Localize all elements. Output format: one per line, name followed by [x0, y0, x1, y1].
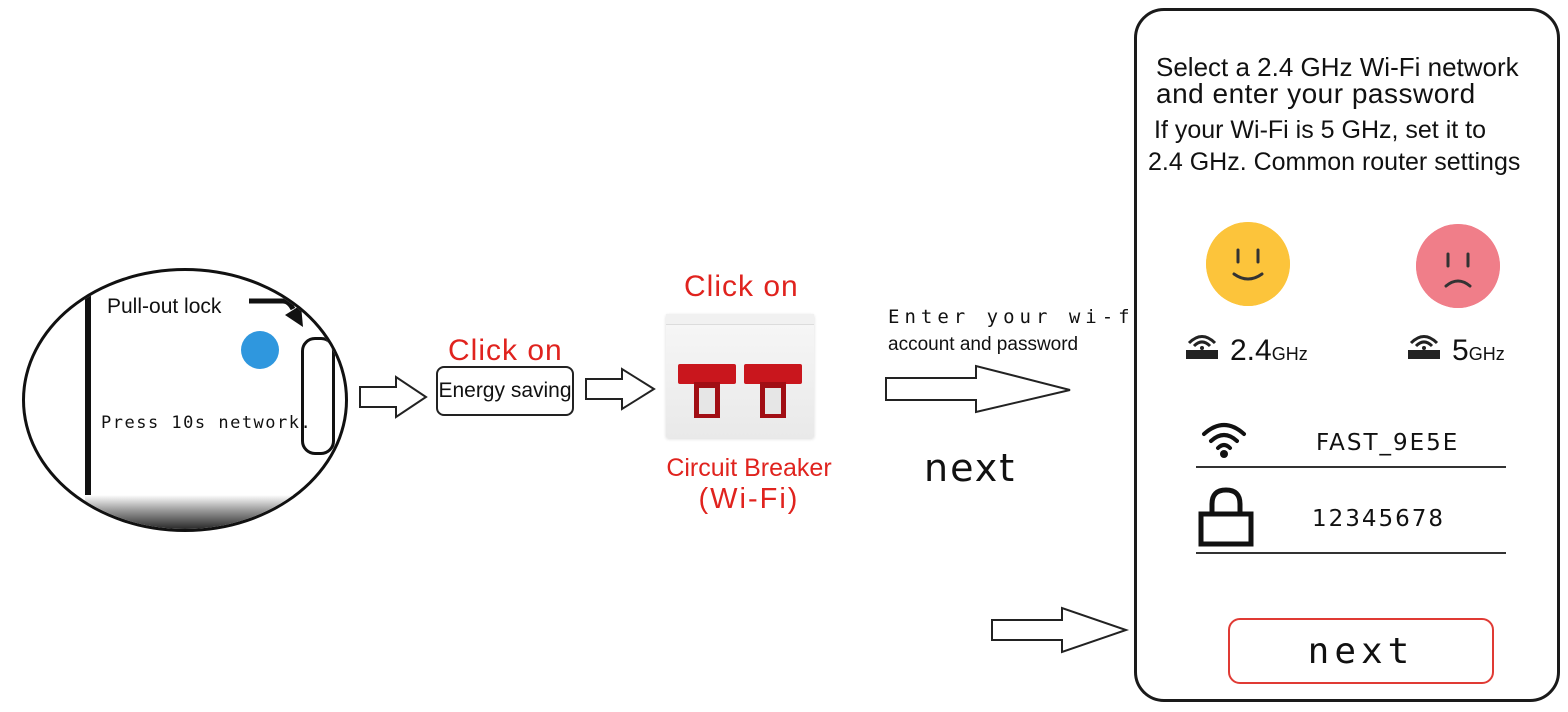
happy-face-icon — [1206, 222, 1290, 306]
network-button[interactable] — [241, 331, 279, 369]
breaker-switch-icon — [744, 364, 802, 418]
next-step-label: next — [924, 446, 1017, 490]
sad-face-icon — [1416, 224, 1500, 308]
wifi-icon — [1202, 423, 1246, 458]
breaker-switch-icon — [678, 364, 736, 418]
instruction-line-1: Enter your wi-fi — [888, 306, 1152, 328]
device-closeup: Pull-out lock Press 10s network. — [22, 268, 348, 532]
band-value: 2.4 — [1230, 334, 1272, 367]
next-button-label: next — [1307, 630, 1415, 672]
phone-note-line-1: If your Wi-Fi is 5 GHz, set it to — [1154, 116, 1486, 144]
band-2-4ghz[interactable]: 2.4GHz — [1182, 334, 1308, 368]
band-unit: GHz — [1271, 344, 1308, 364]
click-on-label: Click on — [448, 334, 563, 367]
step-arrow-icon — [585, 367, 656, 411]
phone-title-line-2: and enter your password — [1156, 78, 1476, 109]
router-icon — [1186, 335, 1218, 359]
click-on-label: Click on — [684, 270, 799, 303]
long-arrow-icon — [885, 364, 1071, 414]
instruction-line-2: account and password — [888, 334, 1079, 355]
band-value: 5 — [1452, 334, 1469, 367]
band-5ghz[interactable]: 5GHz — [1404, 334, 1505, 368]
device-name: Circuit Breaker — [666, 454, 832, 482]
circuit-breaker-tile[interactable] — [666, 314, 814, 438]
ssid-field[interactable]: FAST_9E5E — [1316, 430, 1460, 456]
phone-title-line-1: Select a 2.4 GHz Wi-Fi network — [1156, 52, 1519, 82]
pull-out-lock-slot[interactable] — [301, 337, 335, 455]
pull-out-lock-label: Pull-out lock — [107, 295, 222, 318]
step-arrow-icon — [359, 375, 428, 419]
energy-saving-label: Energy saving — [438, 379, 572, 402]
energy-saving-button[interactable]: Energy saving — [436, 366, 574, 416]
ssid-underline — [1196, 466, 1506, 468]
press-network-label: Press 10s network. — [101, 413, 313, 433]
curved-arrow-icon — [249, 298, 303, 327]
password-field[interactable]: 12345678 — [1312, 506, 1446, 532]
device-subtitle: (Wi-Fi) — [698, 483, 800, 515]
phone-note-line-2: 2.4 GHz. Common router settings — [1148, 148, 1521, 176]
lock-icon — [1198, 487, 1254, 547]
band-unit: GHz — [1468, 344, 1505, 364]
next-button[interactable]: next — [1228, 618, 1494, 684]
device-base-band — [85, 495, 345, 529]
device-edge — [85, 271, 91, 529]
password-underline — [1196, 552, 1506, 554]
long-arrow-icon — [991, 606, 1130, 654]
router-icon — [1408, 335, 1440, 359]
